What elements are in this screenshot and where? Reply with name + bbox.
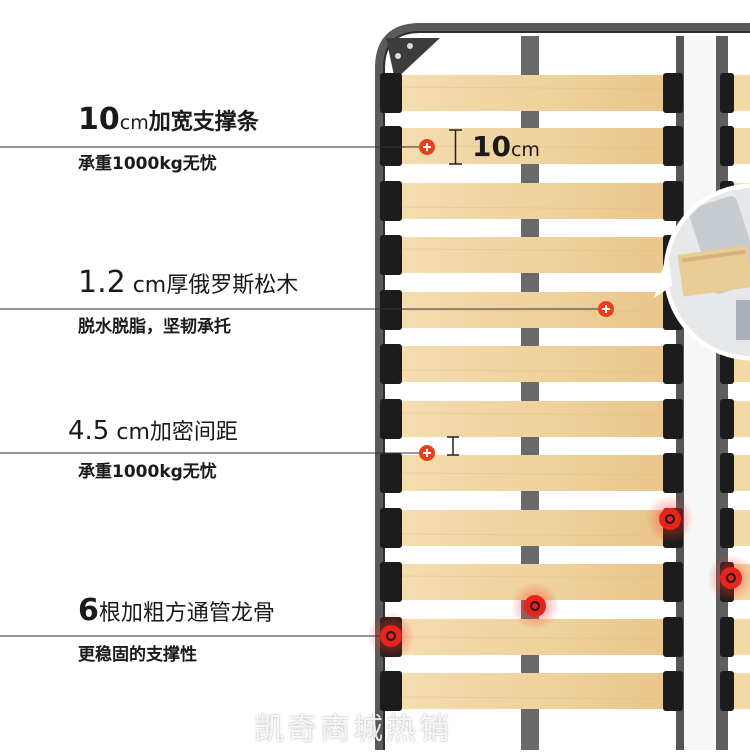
- wood-grain: [399, 86, 671, 90]
- wood-slat: [392, 183, 682, 219]
- wood-slat: [730, 619, 750, 655]
- slat-clip: [720, 617, 734, 657]
- wood-slat: [392, 673, 682, 709]
- glow-marker: [511, 582, 559, 630]
- headline-unit: cm: [109, 420, 150, 445]
- wood-slat: [392, 237, 682, 273]
- wood-slat: [392, 510, 682, 546]
- wood-grain: [399, 206, 671, 210]
- slat-clip: [663, 453, 683, 493]
- headline-text: 厚俄罗斯松木: [166, 273, 299, 298]
- feature-pine-thickness: 1.2 cm厚俄罗斯松木 脱水脱脂，坚韧承托: [78, 266, 298, 338]
- headline-text: 根加粗方通管龙骨: [98, 601, 275, 626]
- pipe-markers: [367, 495, 750, 660]
- wood-slat: [730, 510, 750, 546]
- slat-clip: [663, 126, 683, 166]
- wood-slat: [392, 346, 682, 382]
- slat-clip: [663, 399, 683, 439]
- slat-clip: [380, 290, 402, 330]
- wood-slat: [392, 75, 682, 111]
- wood-slat: [730, 75, 750, 111]
- plus-icon: [598, 301, 614, 317]
- wood-grain: [399, 575, 671, 579]
- plus-icon: [419, 445, 435, 461]
- slat-clip: [663, 562, 683, 602]
- slat-clip: [663, 181, 683, 221]
- slat-width-number: 10: [472, 130, 511, 163]
- wood-grain: [399, 636, 671, 640]
- slat-clip: [720, 73, 734, 113]
- wood-grain: [399, 145, 671, 149]
- slat-clip: [720, 126, 734, 166]
- slat-clip: [720, 453, 734, 493]
- wood-grain: [399, 309, 671, 313]
- slat-clip: [663, 617, 683, 657]
- slat-clip: [380, 562, 402, 602]
- wood-slat: [392, 401, 682, 437]
- feature-subtitle: 更稳固的支撑性: [78, 645, 197, 665]
- headline-number: 4.5: [68, 416, 110, 446]
- feature-slat-width: 10cm加宽支撑条 承重1000kg无忧: [78, 103, 259, 175]
- slat-clip: [380, 235, 402, 275]
- slat-clip: [720, 671, 734, 711]
- glow-marker: [707, 554, 750, 602]
- slat-width-label: 10cm: [472, 130, 540, 163]
- slat-clip: [380, 126, 402, 166]
- leader-lines: [0, 146, 598, 637]
- wood-slat: [730, 128, 750, 164]
- feature-subtitle: 脱水脱脂，坚韧承托: [78, 317, 231, 337]
- wood-slat: [730, 673, 750, 709]
- wood-grain: [399, 696, 671, 700]
- slat-clip: [720, 399, 734, 439]
- slat-clip: [380, 671, 402, 711]
- plus-markers: [419, 139, 614, 461]
- slat-clip: [380, 181, 402, 221]
- wood-grain: [399, 472, 671, 476]
- corner-plate: [386, 38, 440, 80]
- feature-subtitle: 承重1000kg无忧: [78, 462, 217, 482]
- slat-clip: [380, 399, 402, 439]
- slat-clip: [720, 508, 734, 548]
- wood-slat: [730, 401, 750, 437]
- wood-slat: [730, 455, 750, 491]
- headline-text: 加宽支撑条: [148, 110, 259, 135]
- slat-width-unit: cm: [510, 139, 540, 161]
- slat-clip: [380, 453, 402, 493]
- slat-clip: [380, 508, 402, 548]
- wood-grain: [399, 412, 671, 416]
- watermark: 凯奇商城热销: [254, 712, 452, 747]
- center-rail: [676, 36, 684, 750]
- feature-steel-pipes: 6根加粗方通管龙骨 更稳固的支撑性: [78, 594, 275, 666]
- headline-number: 10: [78, 102, 120, 137]
- wood-grain: [399, 369, 671, 373]
- glow-marker: [646, 495, 694, 543]
- slat-clip: [663, 671, 683, 711]
- plus-icon: [419, 139, 435, 155]
- glow-marker: [367, 612, 415, 660]
- wood-grain: [399, 533, 671, 537]
- headline-number: 1.2: [78, 265, 126, 300]
- headline-number: 6: [78, 593, 99, 628]
- feature-subtitle: 承重1000kg无忧: [78, 154, 217, 174]
- slat-clip: [663, 73, 683, 113]
- headline-text: 加密间距: [149, 420, 238, 445]
- headline-unit: cm: [125, 273, 167, 298]
- slat-clip: [380, 73, 402, 113]
- slat-clip: [380, 344, 402, 384]
- feature-slat-spacing: 4.5 cm加密间距 承重1000kg无忧: [68, 414, 238, 483]
- wood-grain: [399, 248, 671, 252]
- slat-clip: [663, 344, 683, 384]
- dimension-bracket: [447, 129, 462, 456]
- headline-unit: cm: [119, 112, 149, 134]
